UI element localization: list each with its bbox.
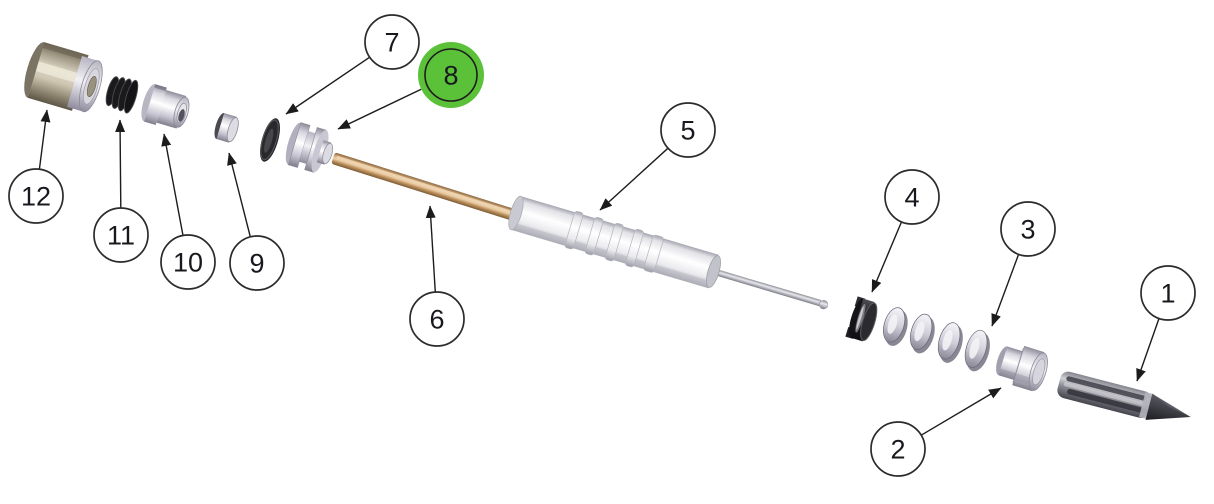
callout-9: 9 [229, 235, 285, 291]
callout-4: 4 [884, 169, 940, 225]
leader-line-6 [425, 205, 436, 293]
callout-number: 8 [443, 61, 458, 91]
part-2-collar-cap [996, 345, 1048, 392]
callout-circle [364, 14, 420, 70]
callout-circle [409, 291, 465, 347]
callout-number: 7 [384, 28, 399, 58]
callout-number: 4 [904, 183, 919, 213]
part-9-spacer-sleeve [214, 113, 239, 143]
part-6-copper-tube [331, 152, 519, 222]
callout-7: 7 [364, 14, 420, 70]
leader-line-12 [38, 109, 51, 170]
leader-line-3 [991, 254, 1020, 327]
callout-number: 12 [21, 182, 51, 212]
callout-1: 1 [1140, 265, 1196, 321]
leader-line-11 [115, 119, 126, 209]
part-8-grooved-bushing [285, 122, 334, 173]
callout-11: 11 [93, 207, 149, 263]
callout-circle [1140, 265, 1196, 321]
callout-circle [1000, 201, 1056, 257]
callout-circle [424, 48, 478, 102]
leader-line-9 [227, 152, 251, 237]
callout-circle [8, 168, 64, 224]
callout-number: 6 [429, 305, 444, 335]
callout-number: 9 [249, 249, 264, 279]
leader-line-4 [871, 221, 903, 293]
callout-circle [884, 169, 940, 225]
washer-2 [909, 313, 935, 354]
part-12-end-cap [24, 42, 103, 113]
washer-4 [964, 329, 990, 372]
callout-number: 2 [890, 435, 905, 465]
callout-12: 12 [8, 168, 64, 224]
callout-8-highlighted: 8 [418, 42, 484, 108]
callout-number: 11 [107, 221, 135, 251]
part-11-seal-stack [105, 76, 139, 114]
callout-circle [93, 207, 149, 263]
callout-circle [160, 234, 216, 290]
leader-line-7 [285, 56, 371, 115]
callout-circle [229, 235, 285, 291]
part-5-shaft [713, 268, 822, 306]
part-4-dark-washer [845, 296, 878, 342]
part-10-stepped-bushing [141, 84, 190, 129]
callout-number: 10 [173, 248, 203, 278]
callout-number: 3 [1020, 215, 1035, 245]
callout-number: 5 [680, 116, 695, 146]
callout-circle [660, 102, 716, 158]
callout-6: 6 [409, 291, 465, 347]
leader-line-8 [337, 88, 422, 130]
leader-line-1 [1136, 318, 1160, 382]
part-3-washer-stack [883, 307, 990, 372]
part-5-ribbed-barrel [508, 195, 829, 310]
leader-line-2 [920, 387, 1002, 436]
callout-5: 5 [660, 102, 716, 158]
callout-2: 2 [870, 421, 926, 477]
callout-3: 3 [1000, 201, 1056, 257]
washer-3 [937, 322, 963, 363]
callout-10: 10 [160, 234, 216, 290]
callout-circle [870, 421, 926, 477]
part-1-fluted-tip [1057, 371, 1191, 420]
leader-line-10 [161, 133, 184, 236]
part-7-o-ring [260, 118, 280, 162]
washer-1 [883, 307, 908, 346]
callout-number: 1 [1160, 279, 1175, 309]
leader-line-5 [599, 147, 669, 211]
